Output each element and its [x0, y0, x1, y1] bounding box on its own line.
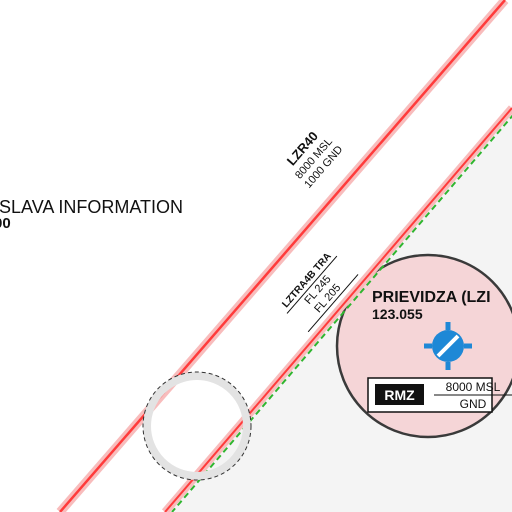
lztra4b-limit-divider	[307, 274, 359, 333]
lztra4b-boundary	[161, 105, 512, 512]
lzr40-label: LZR40 8000 MSL 1000 GND	[284, 129, 346, 191]
rmz-class-badge: RMZ	[384, 387, 415, 403]
prievidza-frequency: 123.055	[372, 306, 423, 322]
fir-name-label: ISLAVA INFORMATION	[0, 197, 183, 217]
reporting-point-ring[interactable]	[142, 371, 252, 481]
prievidza-name: PRIEVIDZA (LZI	[372, 289, 491, 306]
airport-icon[interactable]	[424, 322, 472, 370]
lztra4b-label-underline	[286, 255, 338, 314]
rmz-upper-limit: 8000 MSL	[446, 380, 501, 394]
lzr40-boundary	[56, 0, 509, 512]
fir-frequency-fragment: 00	[0, 215, 11, 232]
rmz-info-box: RMZ 8000 MSL GND	[367, 377, 512, 413]
rmz-lower-limit: GND	[460, 397, 487, 411]
